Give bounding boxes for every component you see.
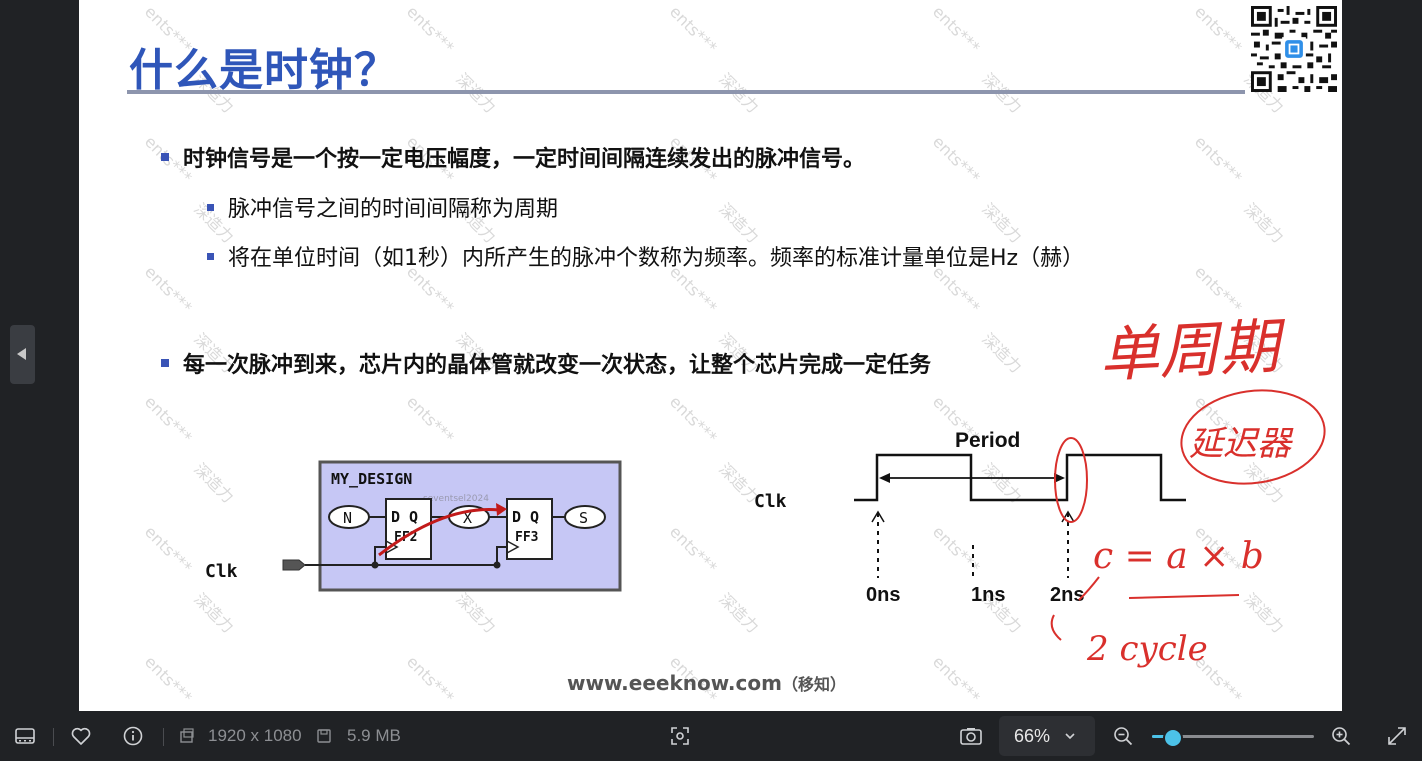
info-button[interactable]	[122, 711, 144, 761]
bullet-marker	[161, 359, 169, 367]
bullet-period: 脉冲信号之间的时间间隔称为周期	[207, 191, 558, 223]
resolution-text: 1920 x 1080	[208, 726, 302, 745]
resolution-icon	[180, 728, 194, 743]
viewer-toolbar: 1920 x 1080 5.9 MB 66%	[0, 711, 1422, 761]
file-size-text: 5.9 MB	[347, 726, 401, 745]
zoom-in-button[interactable]	[1330, 711, 1352, 761]
chevron-down-icon	[1065, 733, 1075, 740]
handwritten-note-single-cycle: 单周期	[1097, 311, 1288, 391]
bullet-text: 时钟信号是一个按一定电压幅度，一定时间间隔连续发出的脉冲信号。	[183, 147, 866, 172]
handwritten-formula: c = a × b	[1093, 536, 1264, 577]
bullet-transistor: 每一次脉冲到来，芯片内的晶体管就改变一次状态，让整个芯片完成一定任务	[161, 347, 931, 379]
my-design-label: MY_DESIGN	[331, 470, 412, 488]
screenshot-button[interactable]	[959, 711, 983, 761]
clk-label-design: Clk	[205, 561, 238, 582]
expand-icon	[1388, 727, 1406, 745]
circuit-diagram: MY_DESIGN seventsel2024 N D Q FF2 X D Q …	[205, 460, 622, 592]
ff3-dq: D Q	[512, 508, 539, 526]
bullet-text: 脉冲信号之间的时间间隔称为周期	[228, 197, 559, 222]
camera-icon	[960, 728, 982, 745]
node-s	[564, 505, 606, 529]
handwritten-cycles: 2 cycle	[1086, 629, 1208, 669]
watermark-small: seventsel2024	[423, 494, 489, 504]
timing-clk-label: Clk	[754, 491, 787, 512]
handwriting-layer: 单周期 延迟器 c = a × b 2 cycle	[1050, 311, 1326, 669]
handwritten-circle	[1180, 389, 1326, 485]
zoom-select[interactable]: 66%	[999, 716, 1095, 756]
handwritten-edge-circle	[1054, 437, 1088, 523]
file-size-info: 5.9 MB	[316, 711, 401, 761]
bullet-marker	[161, 153, 169, 161]
bullet-marker	[207, 203, 214, 211]
page-title: 什么是时钟？	[129, 45, 399, 96]
bullet-marker	[207, 252, 214, 260]
clock-waveform	[854, 453, 1186, 502]
zoom-out-icon	[1114, 727, 1133, 746]
scan-button[interactable]	[669, 711, 691, 761]
left-arrow-icon[interactable]	[10, 325, 35, 384]
heart-icon	[71, 727, 91, 745]
ff2-box	[385, 498, 432, 560]
bullet-clock-definition: 时钟信号是一个按一定电压幅度，一定时间间隔连续发出的脉冲信号。	[161, 141, 865, 173]
save-icon	[317, 729, 331, 743]
timing-diagram: Clk Period 0ns 1ns 2ns	[754, 429, 1186, 606]
footer-url: www.eeeknow.com（移知）	[567, 671, 846, 695]
time-label-2ns: 2ns	[1050, 584, 1084, 606]
time-label-0ns: 0ns	[866, 584, 900, 606]
title-divider	[127, 90, 1245, 94]
info-icon	[123, 726, 143, 746]
zoom-out-button[interactable]	[1112, 711, 1134, 761]
zoom-slider-handle[interactable]	[1163, 728, 1183, 748]
footer-paren: （移知）	[781, 675, 846, 694]
ff2-dq: D Q	[391, 508, 418, 526]
node-n-label: N	[343, 509, 352, 527]
fullscreen-button[interactable]	[1386, 711, 1408, 761]
qr-code-icon	[1251, 6, 1337, 92]
node-s-label: S	[579, 509, 588, 527]
bullet-text: 每一次脉冲到来，芯片内的晶体管就改变一次状态，让整个芯片完成一定任务	[183, 353, 932, 378]
filmstrip-button[interactable]	[14, 711, 36, 761]
data-path-arrow	[378, 508, 500, 557]
filmstrip-icon	[15, 728, 35, 744]
bullet-text: 将在单位时间（如1秒）内所产生的脉冲个数称为频率。频率的标准计量单位是Hz（赫）	[228, 246, 1085, 271]
bullet-frequency: 将在单位时间（如1秒）内所产生的脉冲个数称为频率。频率的标准计量单位是Hz（赫）	[207, 240, 1084, 272]
resolution-info: 1920 x 1080	[178, 711, 302, 761]
footer-link: www.eeeknow.com	[567, 671, 782, 695]
zoom-value: 66%	[1014, 726, 1051, 746]
zoom-slider[interactable]	[1152, 728, 1314, 748]
clk-port	[282, 559, 306, 571]
scan-icon	[671, 727, 689, 745]
time-label-1ns: 1ns	[971, 584, 1005, 606]
ff3-name: FF3	[515, 530, 538, 545]
zoom-slider-fill	[1152, 735, 1171, 738]
period-label: Period	[955, 429, 1020, 452]
node-x-label: X	[463, 509, 472, 527]
handwritten-note-delay: 延迟器	[1189, 424, 1294, 464]
favorite-button[interactable]	[70, 711, 92, 761]
zoom-in-icon	[1332, 727, 1351, 746]
